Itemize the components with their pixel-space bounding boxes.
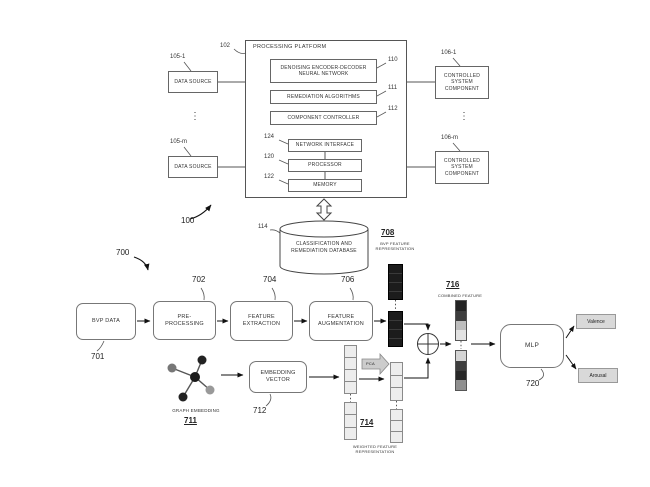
dotted-continuation-lines: [350, 300, 462, 409]
ref-106-m: 106-m: [441, 135, 459, 141]
weighted-bar-a-upper: [344, 345, 357, 394]
ref-102: 102: [220, 43, 231, 49]
ref-720: 720: [526, 379, 540, 388]
data-source-1-box: DATA SOURCE: [168, 71, 218, 93]
ref-105-m: 105-m: [170, 139, 188, 145]
denoising-network-box: DENOISING ENCODER-DECODER NEURAL NETWORK: [270, 59, 377, 83]
combined-feature-caption: COMBINED FEATURE: [437, 293, 483, 298]
combined-bar-lower: [455, 350, 467, 391]
graph-embedding-icon: [167, 355, 215, 402]
leader-lines: [96, 48, 544, 407]
ref-714: 714: [360, 418, 374, 427]
bvp-feature-bar-lower: [388, 311, 403, 347]
bvp-feature-bar-upper: [388, 264, 403, 300]
component-controller-box: COMPONENT CONTROLLER: [270, 111, 377, 125]
controlled-system-component-m-box: CONTROLLED SYSTEM COMPONENT: [435, 151, 489, 184]
combined-bar-upper: [455, 300, 467, 341]
ref-701: 701: [91, 352, 105, 361]
weighted-bar-b-lower: [390, 409, 403, 443]
weighted-bar-b-upper: [390, 362, 403, 402]
ref-arrow-icons: [133, 204, 212, 271]
ref-105-1: 105-1: [170, 54, 186, 60]
weighted-feature-caption: WEIGHTED FEATURE REPRESENTATION: [352, 444, 398, 455]
database-cylinder-icon: [279, 220, 369, 275]
ref-122: 122: [264, 174, 275, 180]
arousal-output-box: Arousal: [578, 368, 618, 383]
mlp-box: MLP: [500, 324, 564, 368]
bvp-feature-caption: BVP FEATURE REPRESENTATION: [375, 241, 415, 252]
ref-106-1: 106-1: [441, 50, 457, 56]
left-ellipsis: ⋮: [190, 111, 200, 122]
ref-712: 712: [253, 406, 267, 415]
valence-output-box: Valence: [576, 314, 616, 329]
processing-platform-box: [245, 40, 407, 198]
pca-label: PCA: [366, 361, 375, 366]
embedding-vector-box: EMBEDDING VECTOR: [249, 361, 307, 393]
right-ellipsis: ⋮: [459, 111, 469, 122]
ref-114: 114: [258, 224, 268, 230]
top-connector-lines: [218, 81, 435, 179]
weighted-bar-a-lower: [344, 402, 357, 440]
pca-block-arrow-icon: [361, 352, 390, 376]
ref-711: 711: [184, 416, 197, 425]
data-source-m-box: DATA SOURCE: [168, 156, 218, 178]
ref-124: 124: [264, 134, 275, 140]
graph-embedding-caption: GRAPH EMBEDDING: [172, 408, 220, 413]
network-interface-box: NETWORK INTERFACE: [288, 139, 362, 152]
ref-702: 702: [192, 275, 206, 284]
ref-700: 700: [116, 248, 130, 257]
pre-processing-box: PRE-PROCESSING: [153, 301, 216, 340]
ref-110: 110: [388, 57, 398, 63]
ref-706: 706: [341, 275, 355, 284]
pipeline-arrows: [137, 318, 577, 382]
feature-augmentation-box: FEATURE AUGMENTATION: [309, 301, 373, 341]
memory-box: MEMORY: [288, 179, 362, 192]
double-arrow-icon: [315, 198, 333, 221]
controlled-system-component-1-box: CONTROLLED SYSTEM COMPONENT: [435, 66, 489, 99]
processor-box: PROCESSOR: [288, 159, 362, 172]
processing-platform-title: PROCESSING PLATFORM: [253, 44, 327, 50]
sum-circle-icon: [417, 333, 439, 355]
ref-708: 708: [381, 228, 395, 237]
ref-111: 111: [388, 85, 398, 91]
ref-120: 120: [264, 154, 275, 160]
feature-extraction-box: FEATURE EXTRACTION: [230, 301, 293, 341]
ref-704: 704: [263, 275, 277, 284]
remediation-algorithms-box: REMEDIATION ALGORITHMS: [270, 90, 377, 104]
bvp-data-box: BVP DATA: [76, 303, 136, 340]
ref-112: 112: [388, 106, 398, 112]
database-label: CLASSIFICATION AND REMEDIATION DATABASE: [291, 241, 357, 254]
ref-716: 716: [446, 280, 460, 289]
ref-100: 100: [181, 216, 195, 225]
